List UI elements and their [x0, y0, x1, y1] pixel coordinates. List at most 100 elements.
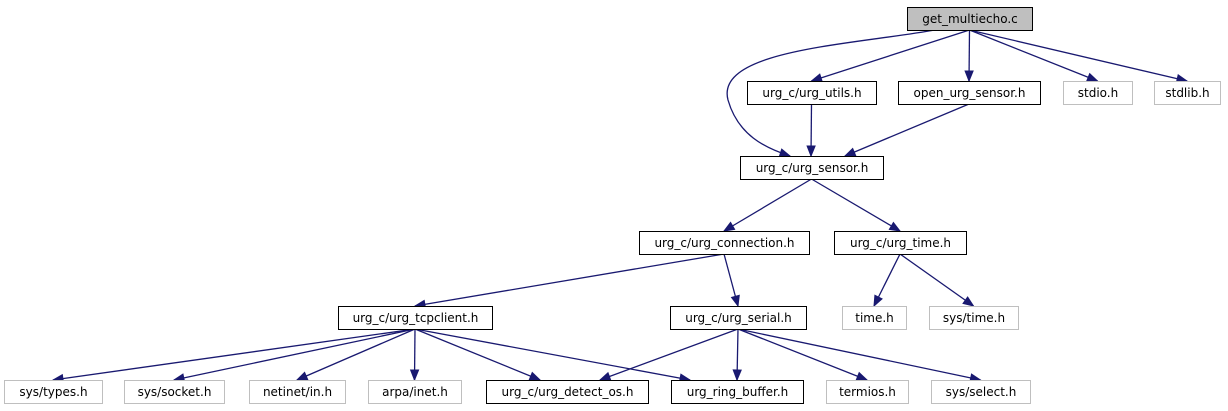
edge-urg_tcpclient_h-to-sys_types_h	[51, 328, 416, 384]
node-sys-select-h: sys/select.h	[931, 380, 1031, 404]
node-box	[486, 380, 649, 404]
edge-arrowhead	[964, 70, 974, 83]
edge-urg_time_h-to-sys_time_h	[899, 253, 975, 307]
node-label: arpa/inet.h	[382, 385, 448, 399]
node-urg-time-h[interactable]: urg_c/urg_time.h	[834, 231, 967, 255]
edge-get_multiecho_c-to-stdio_h	[969, 29, 1099, 82]
edge-line	[726, 29, 936, 157]
node-box	[1063, 81, 1133, 105]
edge-get_multiecho_c-to-urg_utils_h	[810, 29, 970, 83]
node-urg-ring-buffer-h[interactable]: urg_ring_buffer.h	[671, 380, 804, 404]
edge-urg_serial_h-to-urg_detect_os_h	[598, 328, 739, 381]
node-box	[740, 156, 884, 180]
edge-urg_tcpclient_h-to-urg_ring_buffer_h	[414, 328, 692, 383]
node-termios-h: termios.h	[826, 380, 909, 404]
edge-line	[52, 328, 416, 381]
edge-urg_tcpclient_h-to-arpa_inet_h	[409, 328, 420, 382]
nodes-layer: get_multiecho.c urg_c/urg_utils.h open_urg…	[4, 7, 1221, 404]
node-urg-sensor-h[interactable]: urg_c/urg_sensor.h	[740, 156, 884, 180]
node-label: urg_c/urg_utils.h	[762, 86, 861, 100]
edge-arrowhead	[962, 296, 975, 307]
edge-urg_serial_h-to-termios_h	[737, 328, 869, 381]
edge-urg_serial_h-to-urg_ring_buffer_h	[732, 328, 742, 382]
node-box	[4, 380, 103, 404]
edge-urg_tcpclient_h-to-sys_socket_h	[172, 328, 416, 383]
node-box	[368, 380, 462, 404]
node-label: urg_c/urg_detect_os.h	[502, 385, 634, 399]
edge-arrowhead	[722, 221, 736, 232]
edge-arrowhead	[810, 73, 823, 83]
edge-get_multiecho_c-to-stdlib_h	[969, 29, 1189, 84]
node-label: netinet/in.h	[263, 385, 332, 399]
node-stdio-h: stdio.h	[1063, 81, 1133, 105]
node-netinet-in-h: netinet/in.h	[249, 380, 346, 404]
node-label: urg_ring_buffer.h	[687, 385, 789, 399]
edge-urg_serial_h-to-sys_select_h	[737, 328, 982, 383]
node-sys-socket-h: sys/socket.h	[124, 380, 225, 404]
node-label: urg_c/urg_tcpclient.h	[353, 311, 479, 325]
node-box	[1154, 81, 1221, 105]
edge-line	[969, 29, 1098, 82]
node-box	[842, 306, 907, 330]
node-label: time.h	[855, 311, 894, 325]
edge-urg_utils_h-to-urg_sensor_h	[806, 103, 816, 158]
node-time-h: time.h	[842, 306, 907, 330]
node-box	[747, 81, 877, 105]
edge-urg_time_h-to-time_h	[873, 253, 901, 308]
node-urg-utils-h[interactable]: urg_c/urg_utils.h	[747, 81, 877, 105]
edge-line	[737, 328, 981, 381]
edge-urg_connection_h-to-urg_serial_h	[723, 253, 740, 308]
node-get-multiecho-c[interactable]: get_multiecho.c	[907, 7, 1033, 31]
edge-urg_sensor_h-to-urg_connection_h	[722, 178, 812, 232]
node-urg-connection-h[interactable]: urg_c/urg_connection.h	[639, 231, 810, 255]
edge-urg_tcpclient_h-to-netinet_in_h	[295, 328, 416, 381]
edge-arrowhead	[409, 369, 420, 382]
edge-arrowhead	[855, 371, 869, 381]
edge-arrowhead	[873, 294, 883, 308]
edge-line	[844, 103, 970, 157]
node-box	[670, 306, 807, 330]
edge-urg_sensor_h-to-urg_time_h	[811, 178, 902, 232]
edge-line	[414, 328, 691, 381]
edge-arrowhead	[888, 221, 902, 232]
edge-arrowhead	[528, 371, 542, 381]
edge-line	[414, 328, 541, 381]
edge-urg_tcpclient_h-to-urg_detect_os_h	[414, 328, 542, 381]
node-box	[249, 380, 346, 404]
edge-line	[599, 328, 739, 381]
edge-arrowhead	[778, 148, 792, 158]
node-label: sys/time.h	[943, 311, 1005, 325]
node-label: open_urg_sensor.h	[914, 86, 1026, 100]
edge-arrowhead	[843, 147, 857, 157]
node-box	[639, 231, 810, 255]
node-box	[671, 380, 804, 404]
node-label: sys/socket.h	[138, 385, 212, 399]
node-box	[931, 380, 1031, 404]
node-box	[907, 7, 1033, 31]
edge-arrowhead	[730, 294, 740, 308]
edge-line	[723, 178, 812, 232]
edge-arrowhead	[806, 145, 816, 158]
node-box	[826, 380, 909, 404]
node-label: get_multiecho.c	[922, 12, 1018, 26]
node-urg-detect-os-h[interactable]: urg_c/urg_detect_os.h	[486, 380, 649, 404]
node-label: urg_c/urg_connection.h	[654, 236, 794, 250]
node-label: urg_c/urg_sensor.h	[756, 161, 869, 175]
node-open-urg-sensor-h[interactable]: open_urg_sensor.h	[898, 81, 1041, 105]
node-label: termios.h	[839, 385, 896, 399]
node-urg-tcpclient-h[interactable]: urg_c/urg_tcpclient.h	[338, 306, 493, 330]
edge-get_multiecho_c-to-open_urg_sensor_h	[964, 29, 974, 83]
edge-line	[811, 29, 970, 82]
node-box	[898, 81, 1041, 105]
node-box	[929, 306, 1019, 330]
node-box	[124, 380, 225, 404]
edge-arrowhead	[1085, 72, 1099, 82]
edge-line	[173, 328, 416, 381]
edge-line	[296, 328, 416, 381]
edge-open_urg_sensor_h-to-urg_sensor_h	[843, 103, 970, 157]
node-urg-serial-h[interactable]: urg_c/urg_serial.h	[670, 306, 807, 330]
edge-arrowhead	[295, 371, 309, 381]
edge-arrowhead	[732, 369, 742, 382]
node-label: sys/select.h	[946, 385, 1017, 399]
